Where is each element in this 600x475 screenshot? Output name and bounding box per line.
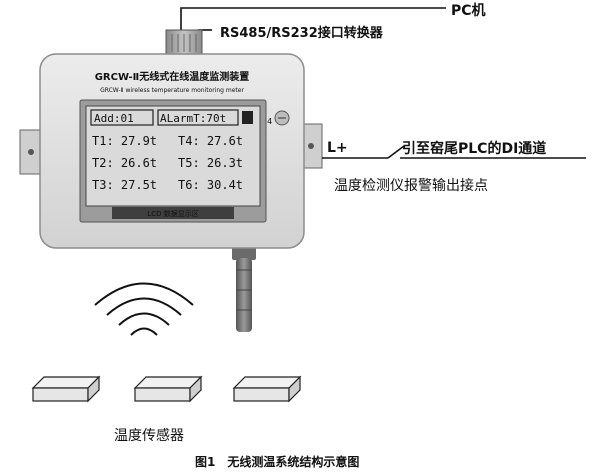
lcd-reading-t3: T3: 27.5t: [92, 178, 157, 192]
device-subtitle: GRCW-Ⅱ wireless temperature monitoring m…: [100, 87, 244, 94]
wireless-signal-icon: [94, 282, 194, 336]
terminal-label: L+: [327, 140, 348, 156]
lcd-screen: [85, 105, 261, 207]
lcd-addr: Add:01: [94, 112, 134, 125]
lcd-reading-t5: T5: 26.3t: [178, 156, 243, 170]
lcd-reading-t2: T2: 26.6t: [92, 156, 157, 170]
top-connector: [165, 29, 203, 57]
antenna: [232, 246, 256, 332]
sensor-2: [133, 375, 203, 403]
side-knob: 24: [262, 110, 290, 126]
lcd-reading-t6: T6: 30.4t: [178, 178, 243, 192]
device-title: GRCW-Ⅱ无线式在线温度监测装置: [95, 70, 250, 83]
converter-label: RS485/RS232接口转换器: [220, 25, 384, 41]
left-mount-tab: [19, 129, 43, 175]
pc-label: PC机: [451, 2, 486, 19]
lcd-indicator: [242, 111, 253, 124]
sensor-1: [31, 375, 101, 403]
lcd-addr-box: [90, 109, 154, 126]
lcd-reading-t4: T4: 27.6t: [178, 134, 243, 148]
lcd-strip-label: LCD 数据显示区: [147, 209, 198, 218]
sensors-label: 温度传感器: [114, 427, 184, 444]
side-mark: 24: [262, 117, 272, 126]
lcd-strip: [112, 207, 234, 219]
plc-signal-label: 引至窑尾PLC的DI通道: [402, 140, 546, 157]
alarm-contact-label: 温度检测仪报警输出接点: [334, 177, 488, 194]
lcd-alarm: ALarmT:70t: [160, 112, 226, 125]
lcd-reading-t1: T1: 27.9t: [92, 134, 157, 148]
sensor-3: [232, 375, 302, 403]
figure-caption: 图1 无线测温系统结构示意图: [195, 454, 359, 469]
alarm-contact-wiring: [322, 145, 586, 159]
lcd-alarm-box: [157, 109, 239, 126]
